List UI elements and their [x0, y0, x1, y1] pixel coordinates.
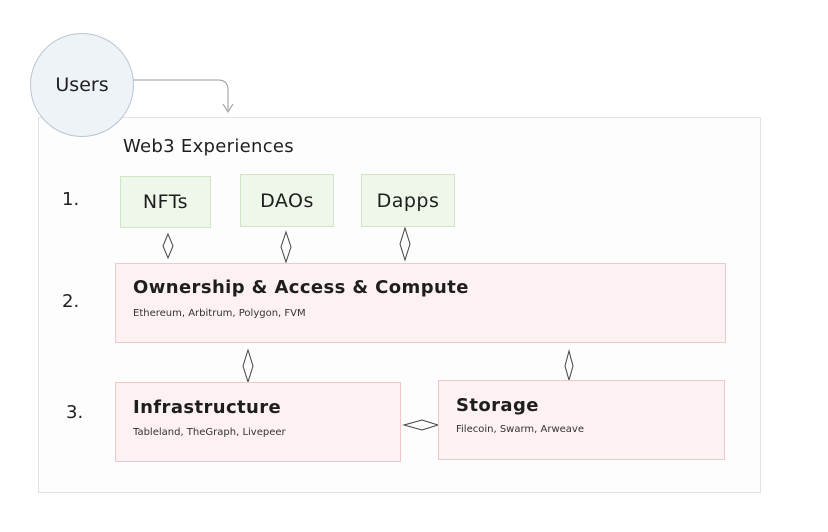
infrastructure-subtitle: Tableland, TheGraph, Livepeer — [133, 427, 286, 438]
arrow-infrastructure-storage — [402, 419, 440, 431]
section-title: Web3 Experiences — [123, 136, 294, 157]
arrow-ownership-storage — [564, 349, 574, 382]
ownership-box: Ownership & Access & Compute Ethereum, A… — [115, 263, 726, 343]
arrow-nfts-ownership — [162, 232, 174, 260]
nfts-label: NFTs — [142, 191, 189, 213]
row-number-3: 3. — [66, 402, 84, 423]
row-number-2: 2. — [62, 291, 80, 312]
storage-subtitle: Filecoin, Swarm, Arweave — [456, 424, 584, 435]
arrow-ownership-infrastructure — [242, 348, 254, 384]
row-number-1: 1. — [62, 189, 80, 210]
infrastructure-box: Infrastructure Tableland, TheGraph, Live… — [115, 382, 401, 462]
ownership-title: Ownership & Access & Compute — [133, 277, 469, 298]
users-arrow-head — [222, 103, 234, 113]
daos-label: DAOs — [260, 189, 314, 212]
infrastructure-title: Infrastructure — [133, 397, 282, 418]
dapps-label: Dapps — [376, 189, 440, 212]
dapps-box: Dapps — [361, 174, 455, 227]
ownership-subtitle: Ethereum, Arbitrum, Polygon, FVM — [133, 308, 306, 319]
daos-box: DAOs — [240, 174, 334, 227]
users-arrow — [132, 79, 229, 110]
storage-box: Storage Filecoin, Swarm, Arweave — [438, 380, 725, 460]
users-node: Users — [30, 33, 134, 137]
arrow-dapps-ownership — [399, 226, 411, 262]
storage-title: Storage — [456, 395, 539, 416]
arrow-daos-ownership — [280, 230, 292, 264]
nfts-box: NFTs — [120, 176, 211, 228]
users-label: Users — [55, 74, 109, 96]
